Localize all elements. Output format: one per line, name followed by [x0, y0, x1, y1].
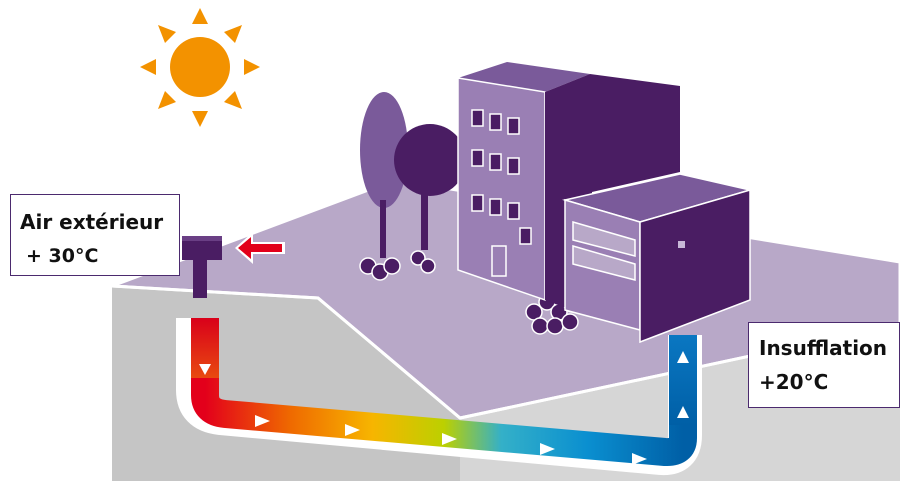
air-inlet-label: Air extérieur + 30°C: [10, 194, 180, 276]
building-windows: [471, 109, 532, 277]
flow-arrow-right-icon: [442, 433, 457, 445]
flow-arrow-up-icon: [677, 406, 689, 418]
air-outlet-title: Insufflation: [759, 336, 888, 360]
flow-arrow-right-icon: [632, 453, 647, 465]
arrow-left-icon: [235, 232, 285, 264]
air-outlet-temperature: +20°C: [759, 370, 829, 394]
sun-icon: [140, 8, 260, 127]
flow-arrow-right-icon: [345, 424, 360, 436]
air-inlet-title: Air extérieur: [20, 210, 164, 234]
air-intake-terminal: [182, 236, 222, 298]
pipe-flow-arrows: [199, 351, 689, 465]
flow-arrow-right-icon: [540, 443, 555, 455]
low-building: [562, 173, 753, 344]
air-inlet-temperature: + 30°C: [26, 245, 99, 267]
flow-arrow-up-icon: [677, 351, 689, 363]
air-outlet-label: Insufflation +20°C: [748, 322, 900, 408]
flow-arrow-down-icon: [199, 364, 211, 375]
trees: [360, 92, 466, 258]
flow-arrow-right-icon: [255, 415, 270, 427]
